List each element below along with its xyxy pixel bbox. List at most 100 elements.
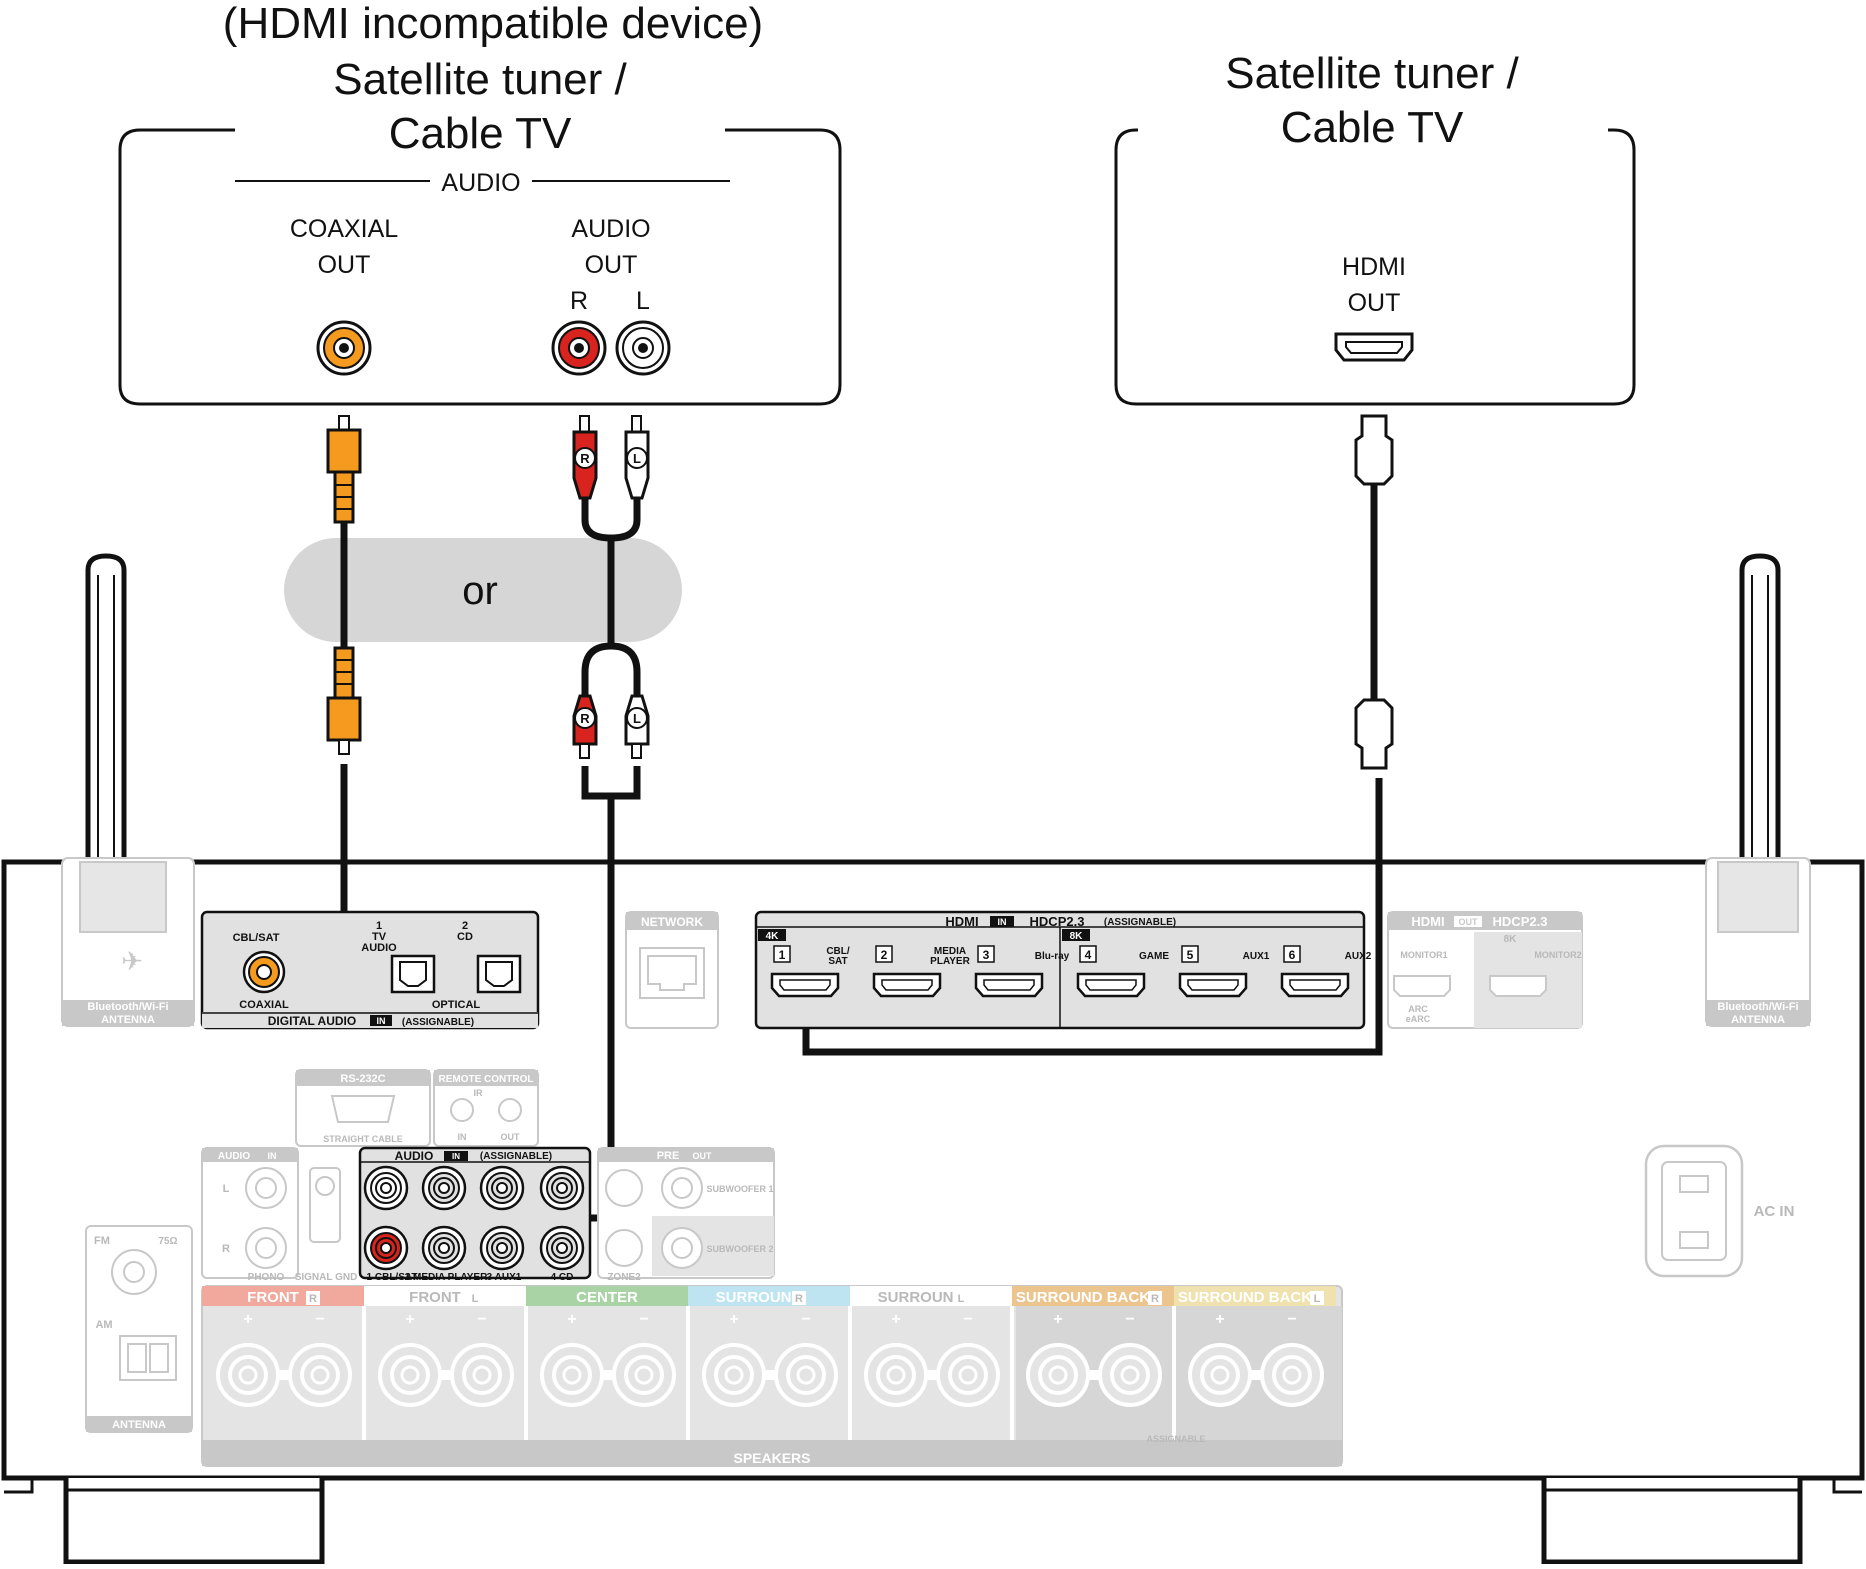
analog-in-3-l-jack[interactable] (479, 1165, 525, 1211)
digital-in-badge: IN (377, 1016, 386, 1026)
hdmi-in-port-label: Blu-ray (1035, 951, 1070, 962)
ac-in-socket[interactable] (1644, 1144, 1744, 1278)
coaxial-out-jack[interactable] (316, 320, 372, 376)
phono-audio-label: AUDIO (218, 1151, 250, 1162)
speaker-terminal-plus[interactable] (864, 1343, 928, 1407)
speaker-terminal-plus[interactable] (216, 1343, 280, 1407)
speaker-group-label: SURROUND BACK (1178, 1289, 1312, 1306)
speaker-group-label: FRONT (409, 1289, 461, 1306)
pre-out-label: PRE (657, 1150, 680, 1162)
network-port[interactable] (639, 947, 705, 999)
phono-in-badge: IN (268, 1151, 277, 1161)
digital-tv-num: 1 (376, 920, 382, 932)
analog-in-1-r-jack[interactable] (363, 1225, 409, 1271)
straight-cable-label: STRAIGHT CABLE (323, 1134, 403, 1144)
optical-in-2-jack[interactable] (476, 954, 522, 994)
speaker-terminal-minus[interactable] (774, 1343, 838, 1407)
ac-in-label: AC IN (1754, 1203, 1795, 1220)
hdmi-out-panel: HDMI OUT HDCP2.3 8K MONITOR1 MONITOR2 AR… (1387, 911, 1583, 1029)
analog-audio-in-panel: AUDIO IN (ASSIGNABLE) 1 CBL/SAT 2 MEDIA … (358, 1146, 592, 1283)
analog-label-3: 3 AUX1 (487, 1272, 522, 1283)
digital-audio-panel: CBL/SAT 1 TV AUDIO 2 CD COAXIAL OPTICAL … (200, 910, 540, 1030)
analog-in-4-r-jack[interactable] (539, 1225, 585, 1271)
audio-out-r-jack[interactable] (551, 320, 607, 376)
rs232c-panel: RS-232C STRAIGHT CABLE (295, 1069, 431, 1147)
signal-gnd-terminal[interactable] (309, 1167, 341, 1243)
plug-top-l: L (633, 451, 641, 466)
speaker-terminal-minus[interactable] (936, 1343, 1000, 1407)
analog-in-3-r-jack[interactable] (479, 1225, 525, 1271)
signal-gnd-label: SIGNAL GND (295, 1272, 358, 1283)
remote-control-label: REMOTE CONTROL (439, 1074, 534, 1085)
rs232c-label: RS-232C (340, 1073, 385, 1085)
analog-in-2-l-jack[interactable] (421, 1165, 467, 1211)
coaxial-out-line-2: OUT (318, 251, 371, 279)
hdmi-out-port[interactable] (1334, 332, 1414, 362)
digital-cd-num: 2 (462, 920, 468, 932)
bluetooth-icon: ✈ (121, 946, 143, 976)
speaker-terminal-plus[interactable] (1026, 1343, 1090, 1407)
speaker-terminal-minus[interactable] (1260, 1343, 1324, 1407)
hdmi-in-title: HDMI (945, 914, 978, 929)
left-device-line-3: Cable TV (389, 109, 572, 158)
speaker-plus: + (567, 1311, 576, 1328)
am-antenna-terminal[interactable] (119, 1335, 177, 1381)
rc-out-label: OUT (501, 1132, 521, 1142)
speaker-terminal-plus[interactable] (702, 1343, 766, 1407)
antenna-right-label-2: ANTENNA (1731, 1014, 1785, 1026)
speakers-assignable-label: ASSIGNABLE (1146, 1434, 1205, 1444)
speaker-terminal-minus[interactable] (1098, 1343, 1162, 1407)
digital-cbl-sat-label: CBL/SAT (233, 932, 280, 944)
speaker-terminal-plus[interactable] (540, 1343, 604, 1407)
hdmi-in-8k-tag: 8K (1070, 931, 1084, 942)
right-device-line-1: Satellite tuner / (1225, 49, 1519, 98)
audio-out-l: L (636, 287, 650, 315)
antenna-right-label-1: Bluetooth/Wi-Fi (1717, 1001, 1798, 1013)
or-separator: or (284, 538, 682, 642)
speaker-terminal-plus[interactable] (1188, 1343, 1252, 1407)
digital-assignable: (ASSIGNABLE) (402, 1017, 474, 1028)
speaker-plus: + (1215, 1311, 1224, 1328)
digital-coaxial-in-jack[interactable] (242, 950, 286, 994)
analog-in-2-r-jack[interactable] (421, 1225, 467, 1271)
hdmi-out-monitor2-port[interactable] (1489, 975, 1547, 997)
speaker-terminal-minus[interactable] (288, 1343, 352, 1407)
speaker-group-label: SURROUND BACK (1016, 1289, 1150, 1306)
speaker-terminal-plus[interactable] (378, 1343, 442, 1407)
speaker-plus: + (243, 1311, 252, 1328)
speaker-side-badge: R (795, 1293, 803, 1305)
analog-in-1-l-jack[interactable] (363, 1165, 409, 1211)
hdmi-in-port-label: CBL/ (826, 946, 850, 957)
digital-audio-footer: DIGITAL AUDIO (268, 1014, 356, 1028)
hdmi-out-hdcp: HDCP2.3 (1493, 914, 1548, 929)
hdmi-in-port-label: MEDIA (934, 946, 966, 957)
zone2-label: ZONE2 (607, 1272, 641, 1283)
optical-in-1-jack[interactable] (390, 954, 436, 994)
remote-control-panel: REMOTE CONTROL IR IN OUT (433, 1069, 539, 1147)
fm-antenna-jack[interactable] (111, 1249, 157, 1295)
speaker-plus: + (1053, 1311, 1062, 1328)
rs232c-port[interactable] (330, 1095, 396, 1123)
speakers-footer: SPEAKERS (733, 1450, 810, 1466)
antenna-left (85, 553, 127, 865)
hdmi-out-title: HDMI (1411, 914, 1444, 929)
analog-in-4-l-jack[interactable] (539, 1165, 585, 1211)
fm-label: FM (94, 1235, 110, 1247)
ir-label: IR (474, 1088, 484, 1098)
audio-out-l-jack[interactable] (615, 320, 671, 376)
speaker-terminal-minus[interactable] (450, 1343, 514, 1407)
digital-optical-label: OPTICAL (432, 999, 481, 1011)
speaker-minus: − (639, 1311, 648, 1328)
analog-label-2: 2 MEDIA PLAYER (405, 1272, 488, 1283)
am-label: AM (95, 1319, 112, 1331)
speaker-terminal-minus[interactable] (612, 1343, 676, 1407)
hdmi-out-monitor1-port[interactable] (1393, 975, 1451, 997)
hdmi-out-monitor2: MONITOR2 (1534, 950, 1581, 960)
